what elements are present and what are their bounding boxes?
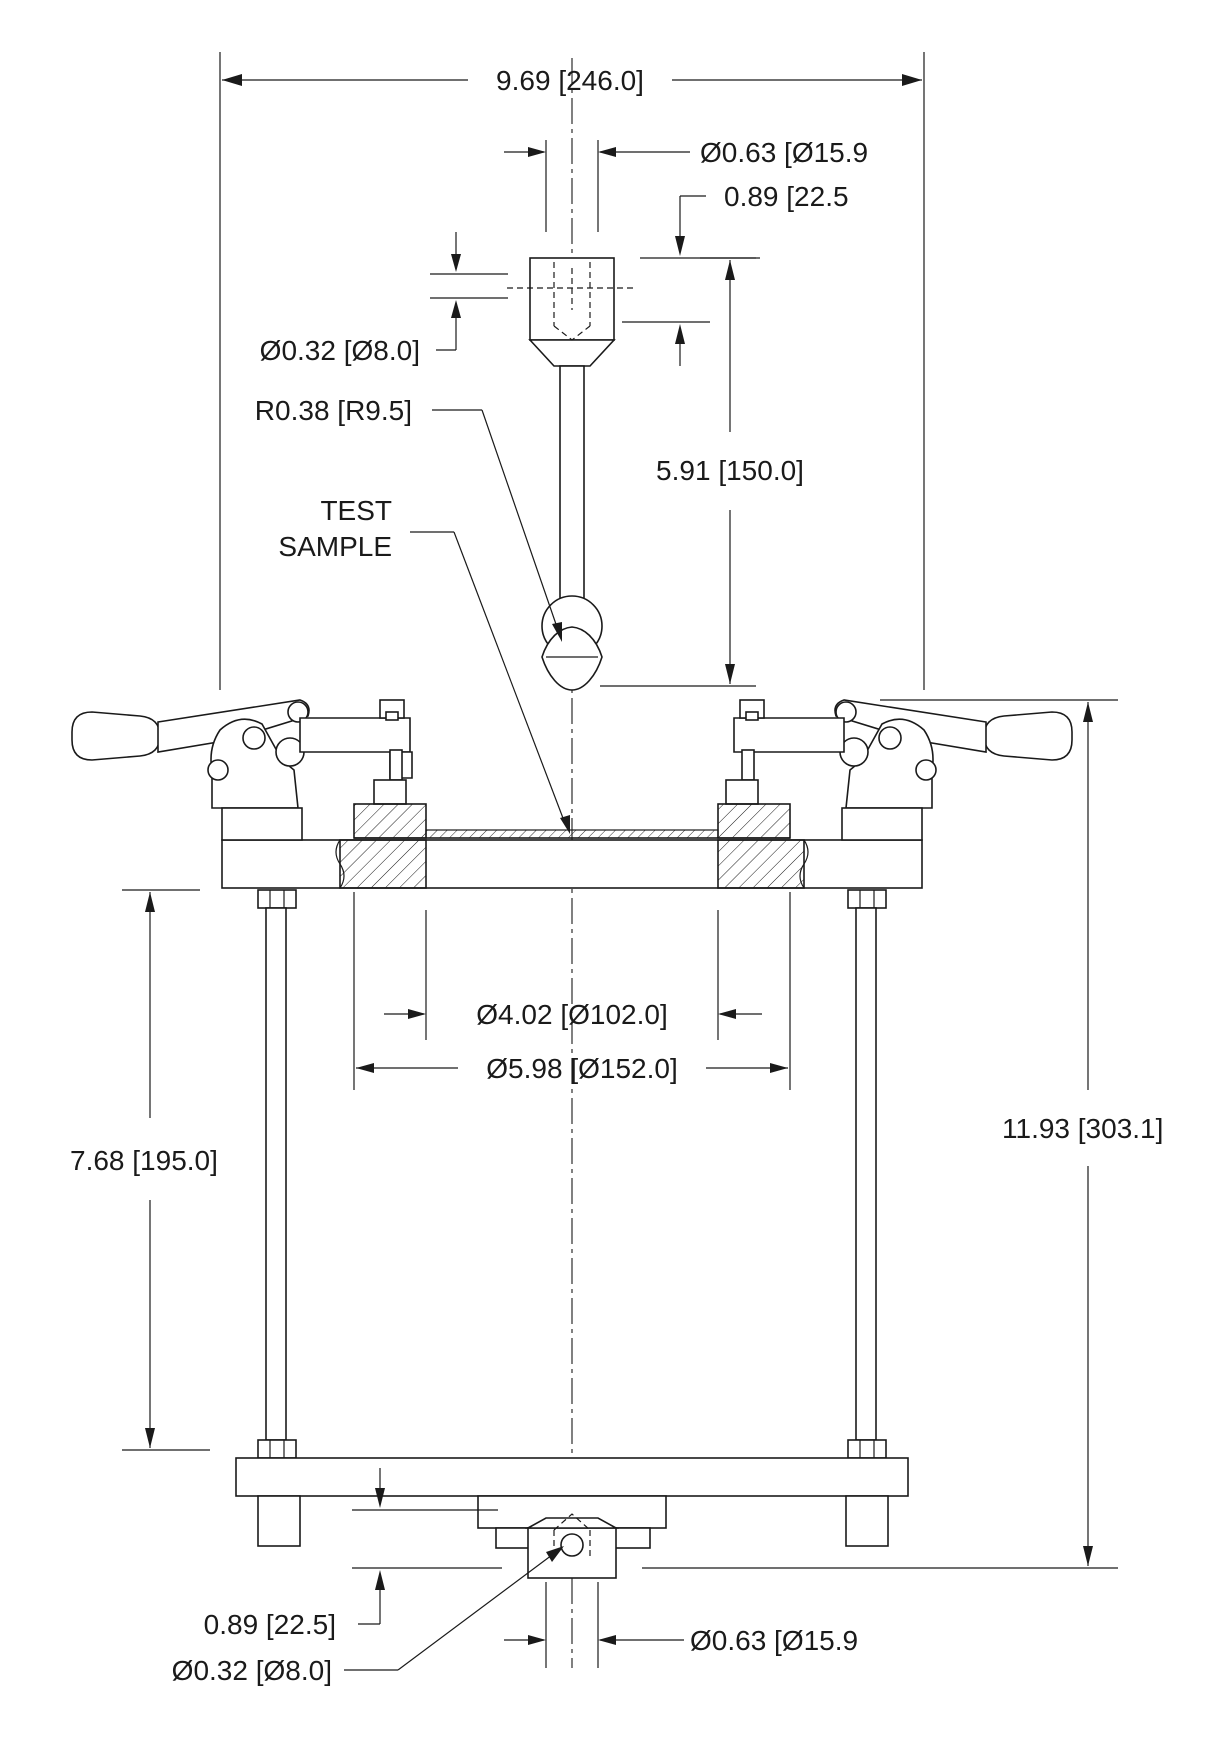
leader-ball-radius: [432, 409, 562, 642]
base-plate: [235, 1457, 909, 1497]
dim-pin-hole-top: [430, 232, 508, 351]
dim-clevis-depth-bottom: [352, 1468, 502, 1625]
dim-probe-length: [600, 257, 756, 687]
clevis-depth-bottom-label: 0.89 [22.5]: [204, 1609, 336, 1640]
base-plate-assembly: [235, 1457, 909, 1579]
probe-length-label: 5.91 [150.0]: [656, 455, 804, 486]
clevis-depth-top-label: 0.89 [22.5: [724, 181, 849, 212]
dim-clevis-depth-top: [622, 195, 760, 366]
pin-hole-bottom-label: Ø0.32 [Ø8.0]: [172, 1655, 332, 1686]
support-posts: [257, 889, 887, 1459]
bottom-pin-hole: [560, 1533, 584, 1557]
post-height-label: 7.68 [195.0]: [70, 1145, 218, 1176]
dim-overall-height: [642, 699, 1118, 1569]
leader-test-sample: [410, 531, 570, 834]
dim-inner-dia: [384, 910, 762, 1040]
left-toggle-clamp: [71, 699, 413, 809]
probe-assembly: [507, 257, 637, 691]
rod-dia-top-label: Ø0.63 [Ø15.9: [700, 137, 868, 168]
outer-dia-label: Ø5.98 [Ø152.0]: [486, 1053, 677, 1084]
dim-overall-width: [219, 52, 925, 690]
dim-outer-dia: [353, 892, 791, 1090]
base-ring: [221, 839, 923, 889]
dim-rod-dia-top: [504, 140, 690, 232]
sample-holder: [221, 803, 923, 889]
ball-radius-label: R0.38 [R9.5]: [255, 395, 412, 426]
rod-dia-bottom-label: Ø0.63 [Ø15.9: [690, 1625, 858, 1656]
dim-post-height: [122, 889, 210, 1451]
clamp-ring-left: [353, 803, 427, 839]
overall-height-label: 11.93 [303.1]: [1002, 1113, 1163, 1144]
inner-dia-label: Ø4.02 [Ø102.0]: [476, 999, 667, 1030]
test-sample: [425, 829, 719, 839]
pin-hole-top-label: Ø0.32 [Ø8.0]: [260, 335, 420, 366]
probe-shaft: [559, 365, 585, 627]
leader-pin-hole-bottom: [344, 1546, 564, 1671]
right-toggle-clamp: [725, 699, 1073, 809]
test-sample-label-line2: SAMPLE: [278, 531, 392, 562]
test-sample-label-line1: TEST: [320, 495, 392, 526]
clamp-ring-right: [717, 803, 791, 839]
overall-width-label: 9.69 [246.0]: [496, 65, 644, 96]
dim-rod-dia-bottom: [504, 1582, 684, 1668]
